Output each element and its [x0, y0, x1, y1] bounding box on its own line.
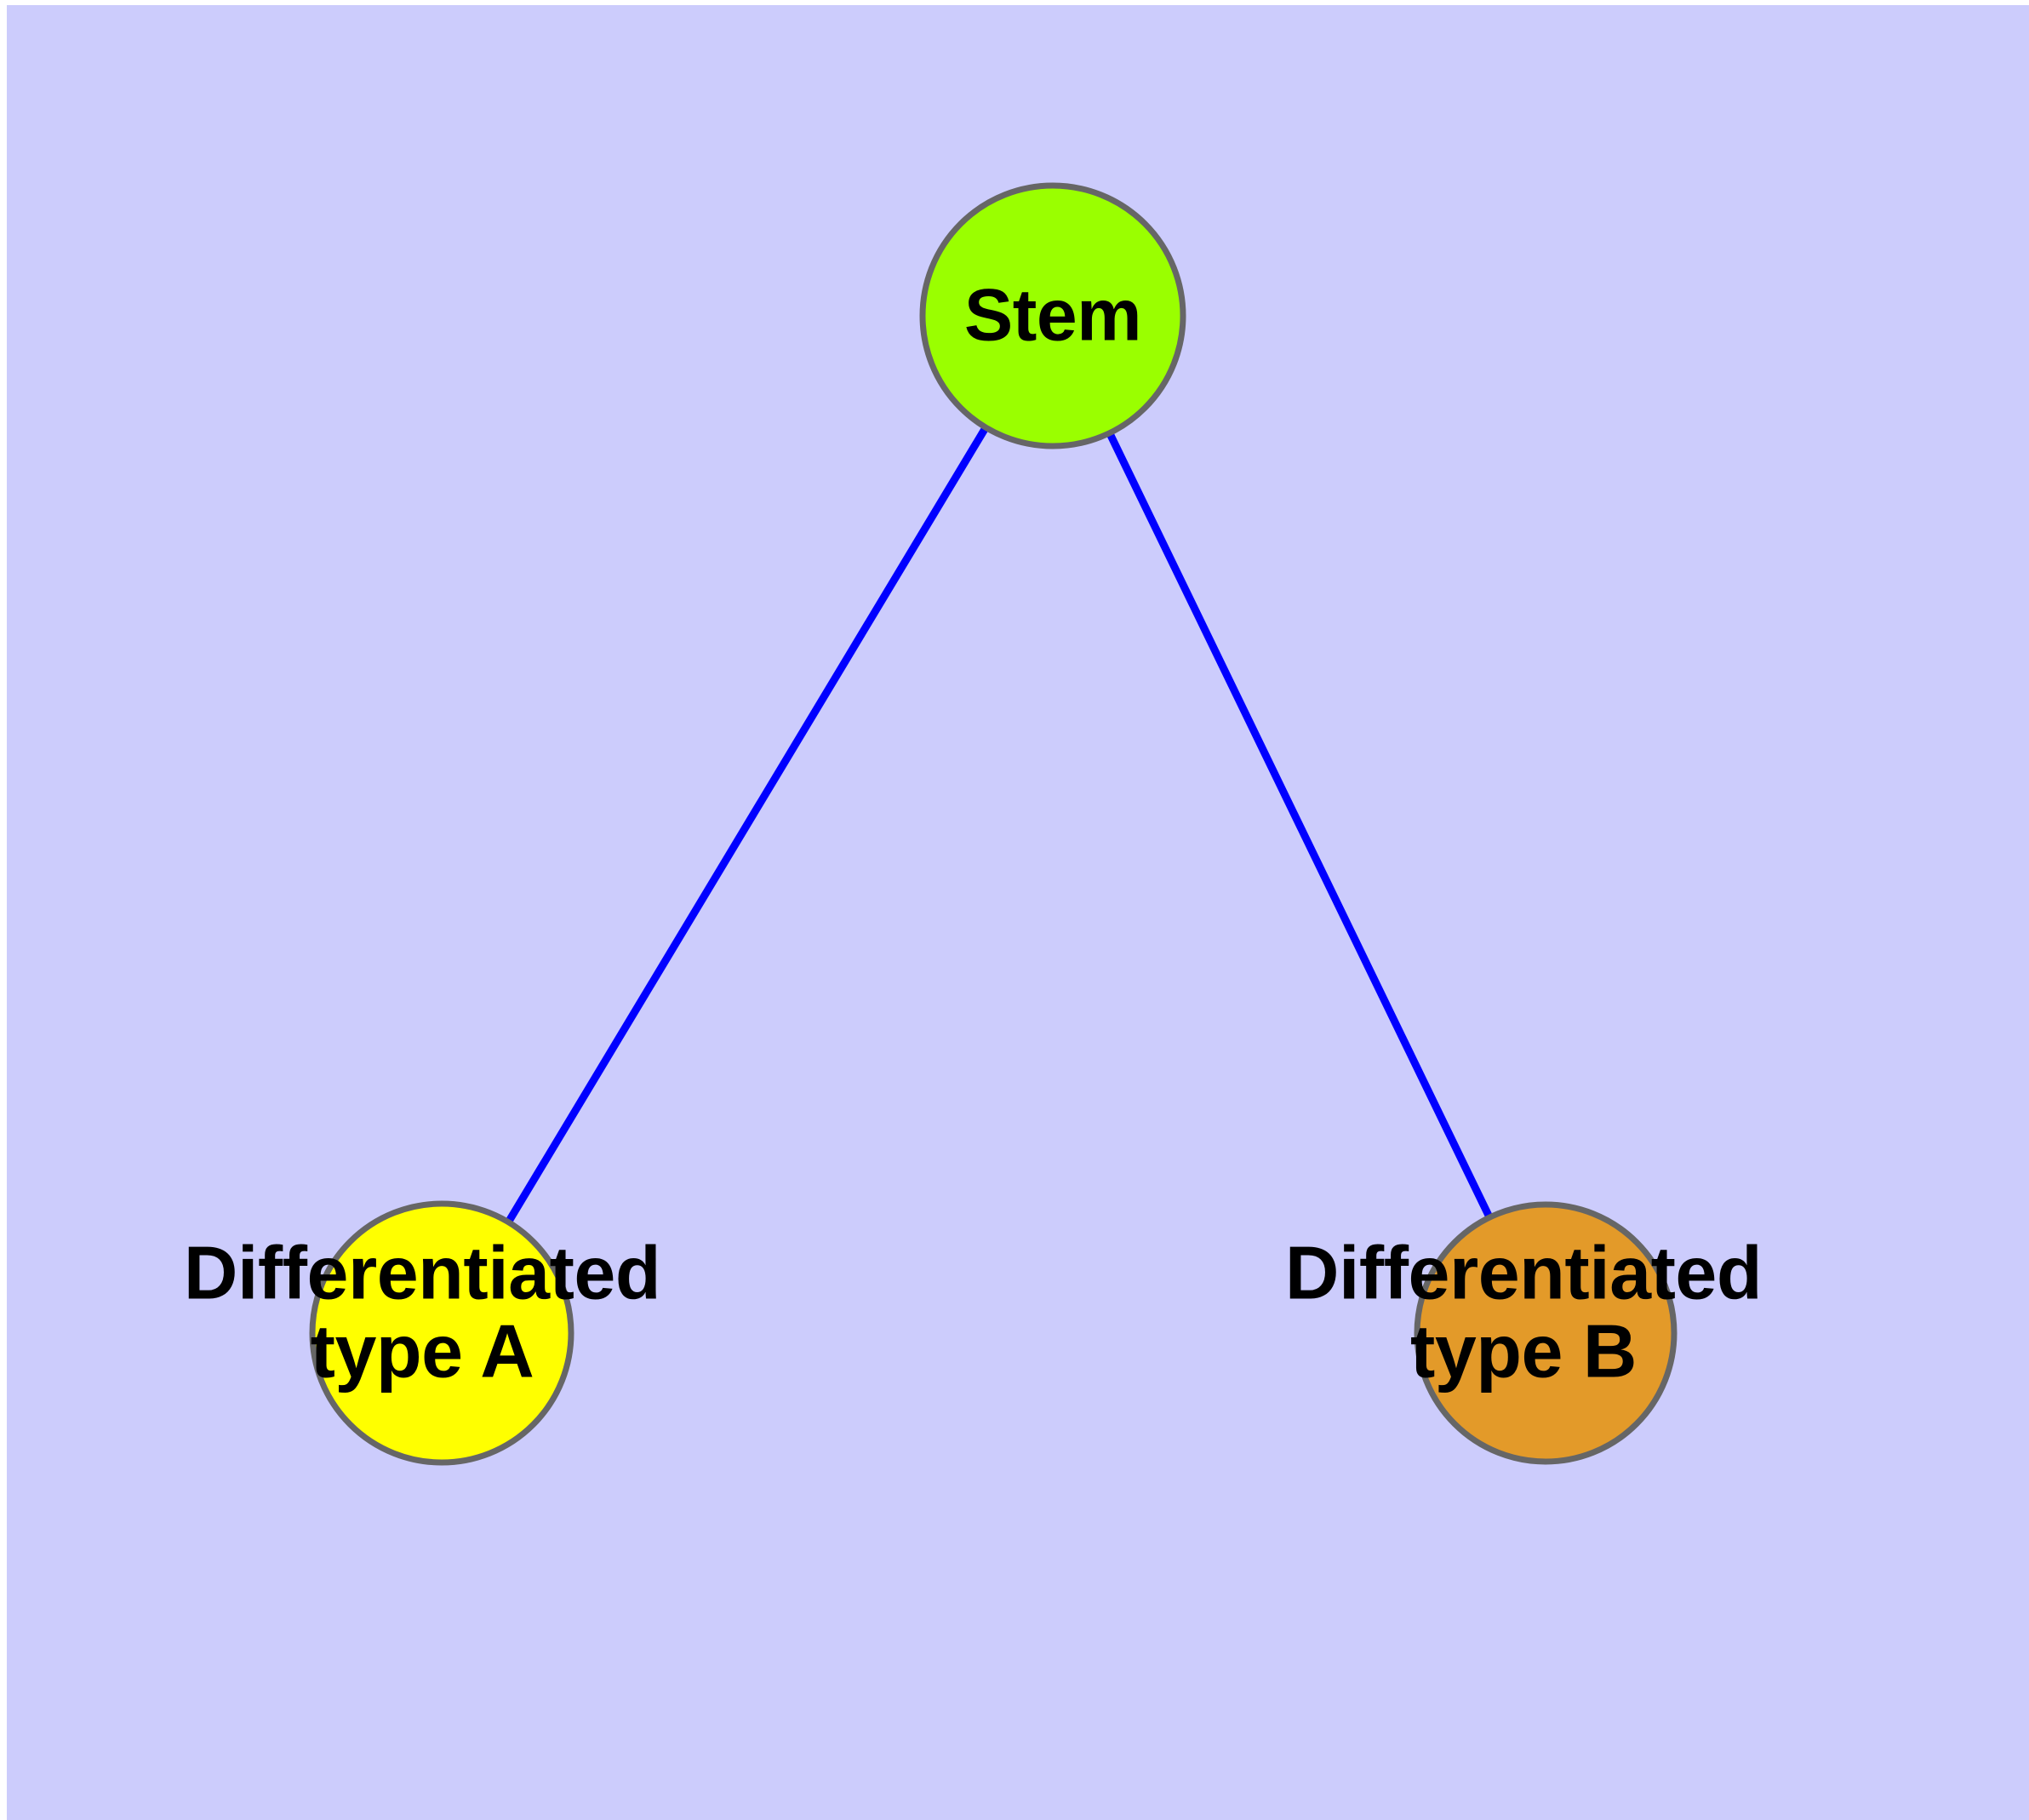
graph-node-label-stem: Stem: [963, 274, 1142, 357]
